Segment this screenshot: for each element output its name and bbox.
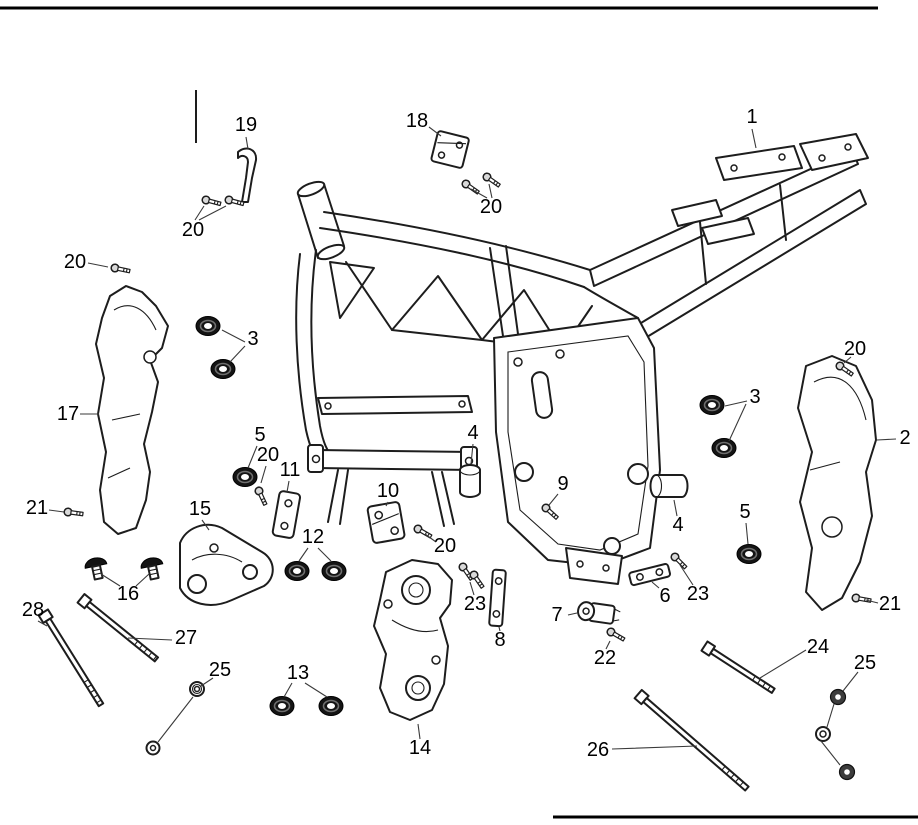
- part-number-label: 7: [551, 604, 563, 626]
- part-number-label: 13: [286, 662, 310, 684]
- part-number-label: 16: [116, 583, 140, 605]
- part-number-label: 27: [174, 627, 198, 649]
- frame-assembly: [295, 133, 869, 585]
- part-3-grommets-right: [699, 395, 737, 458]
- part-5-bushing-right: [736, 544, 762, 564]
- part-number-label: 6: [659, 585, 671, 607]
- part-2-right-cover: [797, 355, 877, 611]
- part-number-label: 5: [254, 424, 266, 446]
- part-number-label: 19: [234, 114, 258, 136]
- part-number-label: 18: [405, 110, 429, 132]
- part-number-label: 20: [181, 219, 205, 241]
- part-number-label: 23: [686, 583, 710, 605]
- part-number-label: 21: [25, 497, 49, 519]
- leader-lines: [37, 126, 897, 766]
- part-number-label: 11: [279, 459, 301, 481]
- part-number-label: 25: [208, 659, 232, 681]
- part-6-bracket: [628, 563, 671, 587]
- part-number-label: 4: [672, 514, 684, 536]
- part-27-bolt: [76, 593, 160, 663]
- part-number-label: 22: [593, 647, 617, 669]
- part-number-label: 21: [878, 593, 902, 615]
- part-number-label: 20: [63, 251, 87, 273]
- part-number-label: 20: [433, 535, 457, 557]
- part-number-label: 20: [256, 444, 280, 466]
- part-number-label: 20: [479, 196, 503, 218]
- part-number-label: 20: [843, 338, 867, 360]
- part-25-washers-left: [145, 681, 205, 756]
- part-5-bushing-left: [232, 467, 258, 487]
- small-screws: [63, 172, 872, 642]
- part-4-spacer-center: [459, 464, 481, 498]
- part-number-label: 25: [853, 652, 877, 674]
- part-15-bracket: [179, 523, 274, 606]
- part-number-label: 3: [247, 328, 259, 350]
- page-border-lines: [0, 6, 918, 819]
- part-number-label: 14: [408, 737, 432, 759]
- part-7-sensor: [577, 601, 621, 625]
- part-number-label: 2: [899, 427, 911, 449]
- part-number-label: 12: [301, 526, 325, 548]
- part-number-label: 28: [21, 599, 45, 621]
- part-16-push-pins: [84, 557, 164, 581]
- part-3-grommets-left: [195, 316, 236, 379]
- part-14-engine-bracket: [373, 559, 453, 721]
- part-number-label: 23: [463, 593, 487, 615]
- part-number-label: 15: [188, 498, 212, 520]
- part-28-bolt: [37, 608, 105, 708]
- part-18-bracket: [430, 130, 470, 169]
- part-number-label: 1: [746, 106, 758, 128]
- part-number-label: 10: [376, 480, 400, 502]
- part-number-label: 24: [806, 636, 830, 658]
- part-17-left-cover: [95, 285, 169, 535]
- part-13-bushings: [269, 696, 344, 716]
- part-10-bracket: [366, 501, 406, 544]
- part-number-label: 8: [494, 629, 506, 651]
- part-number-label: 5: [739, 501, 751, 523]
- part-number-label: 3: [749, 386, 761, 408]
- part-4-spacer-right: [649, 474, 689, 498]
- part-number-label: 26: [586, 739, 610, 761]
- part-number-label: 4: [467, 422, 479, 444]
- part-24-bolt: [700, 640, 776, 694]
- part-12-bushings: [284, 561, 347, 581]
- part-number-label: 9: [557, 473, 569, 495]
- part-number-label: 17: [56, 403, 80, 425]
- part-11-bracket: [271, 490, 302, 539]
- part-25-nuts-right: [815, 688, 856, 781]
- part-8-strip: [488, 568, 507, 628]
